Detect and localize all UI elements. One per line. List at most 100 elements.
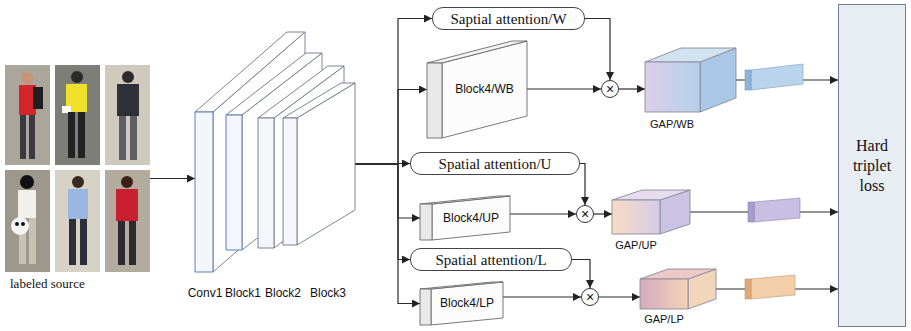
person-leg bbox=[68, 112, 75, 158]
person-backpack bbox=[33, 87, 43, 109]
loss-label: Hard triplet loss bbox=[843, 136, 901, 196]
layer-label: Conv1 bbox=[188, 286, 223, 300]
front-face bbox=[195, 112, 213, 272]
top-face bbox=[420, 282, 503, 289]
connector bbox=[503, 296, 581, 297]
front-face bbox=[645, 62, 700, 112]
connector-group bbox=[150, 19, 838, 304]
attention-box: Spatial attention/L bbox=[410, 248, 572, 271]
top-face bbox=[645, 48, 736, 62]
feature-vector bbox=[754, 198, 800, 222]
attention-label: Spatial attention/U bbox=[439, 155, 552, 173]
loss-box: Hard triplet loss bbox=[838, 4, 906, 327]
front-face bbox=[427, 63, 442, 138]
layer-block: Block4/WB bbox=[427, 41, 527, 138]
connector bbox=[585, 19, 610, 81]
person-torso bbox=[117, 84, 139, 116]
connector bbox=[355, 164, 410, 260]
person-head bbox=[121, 176, 133, 188]
top-face bbox=[427, 41, 527, 63]
person-leg bbox=[69, 219, 76, 265]
panda-eye bbox=[21, 222, 25, 226]
person-torso bbox=[68, 189, 88, 219]
connector bbox=[355, 19, 432, 165]
feature-vector-front bbox=[745, 279, 751, 299]
person-head bbox=[72, 176, 84, 188]
person-leg bbox=[20, 115, 26, 159]
feature-vector bbox=[751, 64, 803, 90]
layer-block: Block4/UP bbox=[420, 196, 510, 240]
photo-ground bbox=[5, 170, 50, 272]
top-face bbox=[640, 269, 716, 279]
person-torso bbox=[18, 190, 36, 218]
person-torso bbox=[116, 189, 138, 221]
connector bbox=[355, 164, 420, 218]
front-face bbox=[420, 204, 432, 240]
person-head bbox=[122, 71, 134, 83]
connector bbox=[572, 260, 590, 289]
top-face bbox=[283, 83, 355, 118]
feature-vector-front bbox=[745, 70, 751, 90]
layer-shape bbox=[283, 83, 355, 245]
pooling-label: GAP/LP bbox=[644, 313, 684, 326]
layer-label: Block1 bbox=[225, 286, 261, 300]
top-face bbox=[420, 196, 510, 204]
front-face bbox=[226, 115, 242, 250]
person-item bbox=[62, 106, 71, 113]
layer-label: Block4/UP bbox=[443, 211, 499, 225]
multiply-node: × bbox=[576, 205, 594, 223]
multiply-sign: × bbox=[581, 207, 589, 221]
person-head bbox=[21, 72, 33, 84]
photo-ground bbox=[55, 65, 100, 165]
cube-shape bbox=[612, 190, 690, 234]
layer-block: Block3 bbox=[283, 83, 355, 245]
person-leg bbox=[129, 221, 136, 265]
person-leg bbox=[118, 221, 125, 265]
pooling-cube: GAP/WB bbox=[645, 48, 736, 112]
connector bbox=[527, 88, 601, 89]
connector bbox=[510, 213, 576, 214]
feature-vector-front bbox=[748, 202, 754, 222]
person-leg bbox=[80, 219, 87, 265]
side-face bbox=[431, 282, 503, 325]
layer-block: Block4/LP bbox=[420, 282, 503, 325]
layer-label: Block4/WB bbox=[455, 82, 514, 96]
photo-ground bbox=[55, 170, 100, 272]
pooling-label: GAP/UP bbox=[615, 239, 657, 252]
feature-vector bbox=[751, 275, 795, 299]
pooling-cube: GAP/LP bbox=[640, 269, 716, 309]
top-face bbox=[612, 190, 690, 200]
photo-ground bbox=[105, 65, 150, 165]
pooling-cube: GAP/UP bbox=[612, 190, 690, 234]
photo-ground bbox=[105, 170, 150, 272]
layer-label: Block3 bbox=[310, 286, 346, 300]
pooling-label: GAP/WB bbox=[650, 118, 694, 131]
front-face bbox=[420, 289, 431, 325]
photo-ground bbox=[5, 65, 50, 165]
connector bbox=[599, 296, 640, 297]
attention-box: Spatial attention/U bbox=[410, 152, 580, 175]
person-leg bbox=[130, 116, 137, 160]
connector bbox=[580, 164, 585, 206]
front-face bbox=[283, 118, 297, 245]
cube-shape bbox=[645, 48, 736, 112]
person-leg bbox=[29, 115, 35, 159]
image-group: labeled source bbox=[5, 65, 150, 292]
connector bbox=[594, 213, 612, 214]
multiply-sign: × bbox=[586, 290, 594, 304]
front-face bbox=[640, 279, 688, 309]
connector bbox=[355, 164, 420, 304]
group-label: labeled source bbox=[10, 276, 85, 292]
front-face bbox=[612, 200, 660, 234]
attention-box: Saptial attention/W bbox=[432, 7, 585, 30]
panda-eye bbox=[15, 222, 19, 226]
attention-label: Saptial attention/W bbox=[450, 10, 566, 28]
connector bbox=[150, 178, 195, 179]
cube-shape bbox=[640, 269, 716, 309]
person-leg bbox=[78, 112, 85, 158]
multiply-circle bbox=[577, 206, 594, 223]
layer-label: Block2 bbox=[265, 286, 301, 300]
attention-label: Spatial attention/L bbox=[435, 251, 546, 269]
